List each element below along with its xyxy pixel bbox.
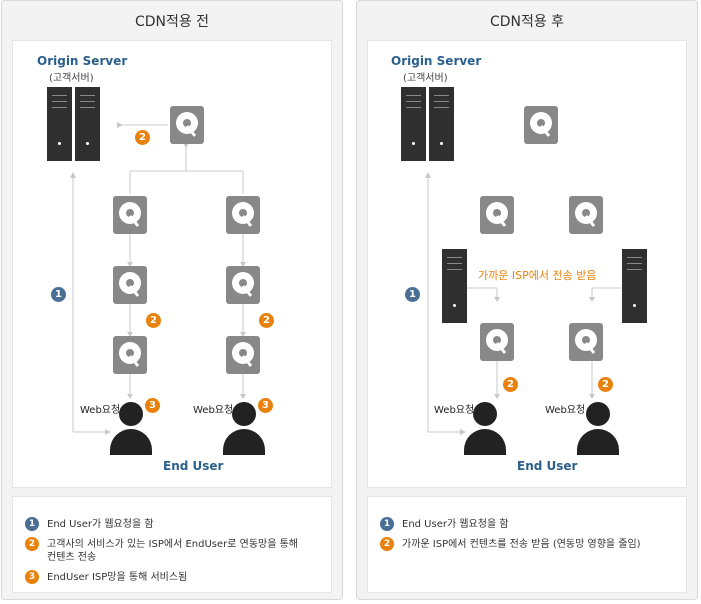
user-icon <box>577 402 619 455</box>
step-badge-1: 1 <box>51 287 66 302</box>
user-icon <box>110 402 152 455</box>
edge-server-icon <box>622 249 647 323</box>
hard-disk-icon <box>569 323 603 361</box>
origin-server-title: Origin Server <box>37 54 128 68</box>
diagram-before: Origin Server (고객서버) 2 2 <box>12 40 332 488</box>
step-badge-2: 2 <box>259 313 274 328</box>
hard-disk-icon <box>113 266 147 304</box>
panel-before-cdn: CDN적용 전 <box>1 0 343 600</box>
edge-server-icon <box>442 249 467 323</box>
web-request-label: Web요청 <box>193 405 234 416</box>
step-badge-2: 2 <box>25 537 39 551</box>
connection-lines <box>70 122 246 435</box>
origin-server-subtitle: (고객서버) <box>403 73 448 84</box>
hard-disk-icon <box>524 106 558 144</box>
step-badge-2: 2 <box>380 537 394 551</box>
legend-item: 1 End User가 웹요청을 함 <box>25 517 154 531</box>
diagram-after: Origin Server (고객서버) 가까운 ISP에서 전송 받음 <box>367 40 687 488</box>
step-badge-2: 2 <box>146 313 161 328</box>
panel-title: CDN적용 전 <box>134 14 210 30</box>
legend-before: 1 End User가 웹요청을 함 2 고객사의 서비스가 있는 ISP에서 … <box>12 496 332 593</box>
web-request-label: Web요청 <box>434 405 475 416</box>
hard-disk-icon <box>170 106 204 144</box>
user-icon <box>223 402 265 455</box>
step-badge-3: 3 <box>145 398 160 413</box>
hard-disk-icon <box>113 336 147 374</box>
legend-text: End User가 웹요청을 함 <box>402 519 509 530</box>
end-user-label: End User <box>163 459 224 473</box>
hard-disk-icon <box>480 196 514 234</box>
legend-text: 고객사의 서비스가 있는 ISP에서 EndUser로 연동망을 통해 <box>47 539 298 550</box>
hard-disk-icon <box>113 196 147 234</box>
legend-item: 2 고객사의 서비스가 있는 ISP에서 EndUser로 연동망을 통해 컨텐… <box>25 537 298 563</box>
hard-disk-icon <box>226 336 260 374</box>
server-icon <box>47 87 72 161</box>
web-request-label: Web요청 <box>545 405 586 416</box>
hard-disk-icon <box>569 196 603 234</box>
panel-after-cdn: CDN적용 후 O <box>356 0 698 600</box>
server-icon <box>401 87 426 161</box>
step-badge-1: 1 <box>405 287 420 302</box>
origin-server-subtitle: (고객서버) <box>49 73 94 84</box>
step-badge-2: 2 <box>135 130 150 145</box>
step-badge-1: 1 <box>380 517 394 531</box>
server-icon <box>429 87 454 161</box>
step-badge-3: 3 <box>258 398 273 413</box>
legend-text: EndUser ISP망을 통해 서비스됨 <box>47 572 188 583</box>
server-icon <box>75 87 100 161</box>
step-badge-3: 3 <box>25 570 39 584</box>
step-badge-2: 2 <box>598 377 613 392</box>
hard-disk-icon <box>226 196 260 234</box>
legend-item: 3 EndUser ISP망을 통해 서비스됨 <box>25 570 187 584</box>
user-icon <box>464 402 506 455</box>
hard-disk-icon <box>480 323 514 361</box>
connection-lines <box>425 172 621 435</box>
legend-item: 1 End User가 웹요청을 함 <box>380 517 509 531</box>
legend-text-cont: 컨텐츠 전송 <box>47 552 97 563</box>
legend-text: End User가 웹요청을 함 <box>47 519 154 530</box>
panel-title: CDN적용 후 <box>489 14 565 30</box>
origin-server-title: Origin Server <box>391 54 482 68</box>
hard-disk-icon <box>226 266 260 304</box>
nearby-isp-note: 가까운 ISP에서 전송 받음 <box>478 269 597 282</box>
legend-text: 가까운 ISP에서 컨텐츠를 전송 받음 (연동망 영향을 줄임) <box>402 539 641 550</box>
step-badge-1: 1 <box>25 517 39 531</box>
web-request-label: Web요청 <box>80 405 121 416</box>
end-user-label: End User <box>517 459 578 473</box>
legend-after: 1 End User가 웹요청을 함 2 가까운 ISP에서 컨텐츠를 전송 받… <box>367 496 687 593</box>
step-badge-2: 2 <box>503 377 518 392</box>
legend-item: 2 가까운 ISP에서 컨텐츠를 전송 받음 (연동망 영향을 줄임) <box>380 537 641 551</box>
